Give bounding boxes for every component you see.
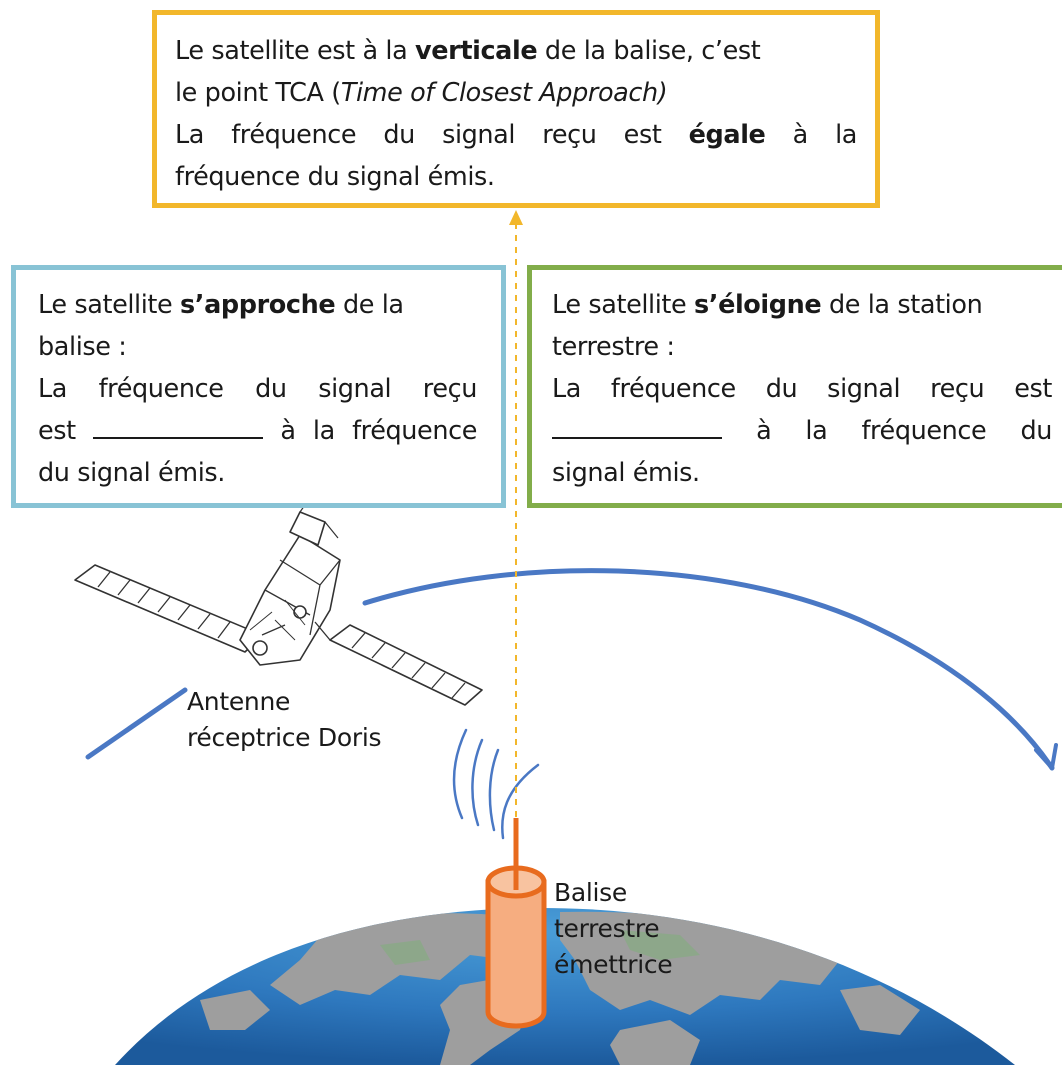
approach-line-2: balise : [38, 332, 127, 362]
tca-line-1: Le satellite est à la verticale de la ba… [175, 36, 761, 66]
beacon-icon [485, 818, 547, 1029]
signal-waves-icon [452, 728, 540, 840]
recede-line-2: terrestre : [552, 332, 675, 362]
approach-line-4: est à la fréquence [38, 410, 477, 452]
recede-blank-field[interactable] [552, 411, 722, 439]
approach-line-3: La fréquence du signal reçu [38, 374, 477, 404]
orbit-arrow-icon [85, 568, 1058, 771]
tca-line-3: La fréquence du signal reçu est égale à … [175, 120, 857, 150]
approach-line-1: Le satellite s’approche de la [38, 290, 404, 320]
keyword-egale: égale [688, 120, 766, 150]
tca-info-box: Le satellite est à la verticale de la ba… [152, 10, 880, 208]
recede-line-3: La fréquence du signal reçu est [552, 374, 1052, 404]
approach-blank-field[interactable] [93, 411, 264, 439]
satellite-icon [74, 494, 483, 706]
recede-line-5: signal émis. [552, 458, 700, 488]
keyword-verticale: verticale [415, 36, 538, 66]
keyword-approche: s’approche [180, 290, 336, 320]
beacon-label: Balise terrestre émettrice [554, 878, 673, 979]
recede-line-1: Le satellite s’éloigne de la station [552, 290, 983, 320]
tca-line-4: fréquence du signal émis. [175, 162, 495, 192]
approach-line-5: du signal émis. [38, 458, 225, 488]
tca-arrow-head [509, 210, 523, 225]
recede-info-box: Le satellite s’éloigne de la station ter… [527, 265, 1062, 508]
antenna-label: Antenne réceptrice Doris [187, 687, 382, 752]
tca-line-2: le point TCA (Time of Closest Approach) [175, 78, 668, 108]
recede-line-4: à la fréquence du [552, 410, 1052, 452]
approach-info-box: Le satellite s’approche de la balise : L… [11, 265, 506, 508]
keyword-eloigne: s’éloigne [694, 290, 822, 320]
tca-acronym-expansion: Time of Closest Approach) [340, 78, 668, 108]
